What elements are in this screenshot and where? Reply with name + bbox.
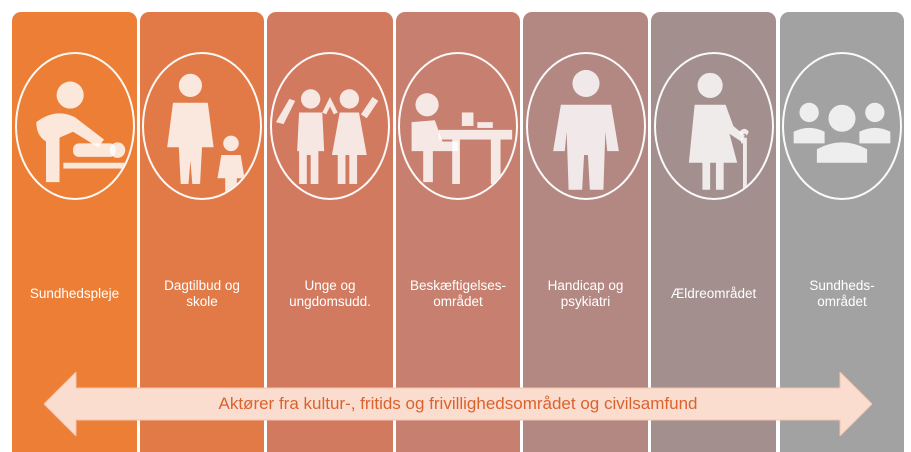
column-label: Beskæftigelses- området (409, 278, 507, 309)
column-label: Dagtilbud og skole (164, 278, 240, 309)
icon-circle (782, 52, 902, 200)
column-label: Handicap og psykiatri (547, 278, 624, 309)
baby-changing-icon (35, 81, 127, 183)
column-label: Sundhedspleje (29, 286, 120, 301)
icon-circle (142, 52, 262, 200)
column-dagtilbud: Dagtilbud og skole (140, 12, 264, 452)
icon-circle (398, 52, 518, 200)
double-arrow-shape (44, 372, 872, 436)
icon-circle (653, 52, 774, 200)
column-label: Unge og ungdomsudd. (289, 278, 371, 309)
actors-double-arrow: Aktører fra kultur-, fritids og frivilli… (44, 372, 872, 436)
column-beskaeftigelse: Beskæftigelses- området (396, 12, 520, 452)
elderly-cane-icon (688, 72, 749, 190)
icon-circle (270, 52, 390, 200)
column-unge: Unge og ungdomsudd. (267, 12, 393, 452)
icon-circle (14, 52, 135, 200)
column-label: Sundheds- området (809, 278, 875, 309)
group-people-icon (793, 102, 891, 163)
column-handicap: Handicap og psykiatri (523, 12, 648, 452)
column-label: Ældreområdet (670, 286, 757, 301)
parent-child-icon (167, 73, 245, 192)
icon-circle (525, 52, 646, 200)
desk-worker-icon (411, 93, 513, 184)
person-icon (552, 69, 619, 190)
actors-label: Aktører fra kultur-, fritids og frivilli… (218, 394, 698, 413)
youth-group-icon (275, 89, 379, 184)
column-aeldre: Ældreområdet (651, 12, 776, 452)
